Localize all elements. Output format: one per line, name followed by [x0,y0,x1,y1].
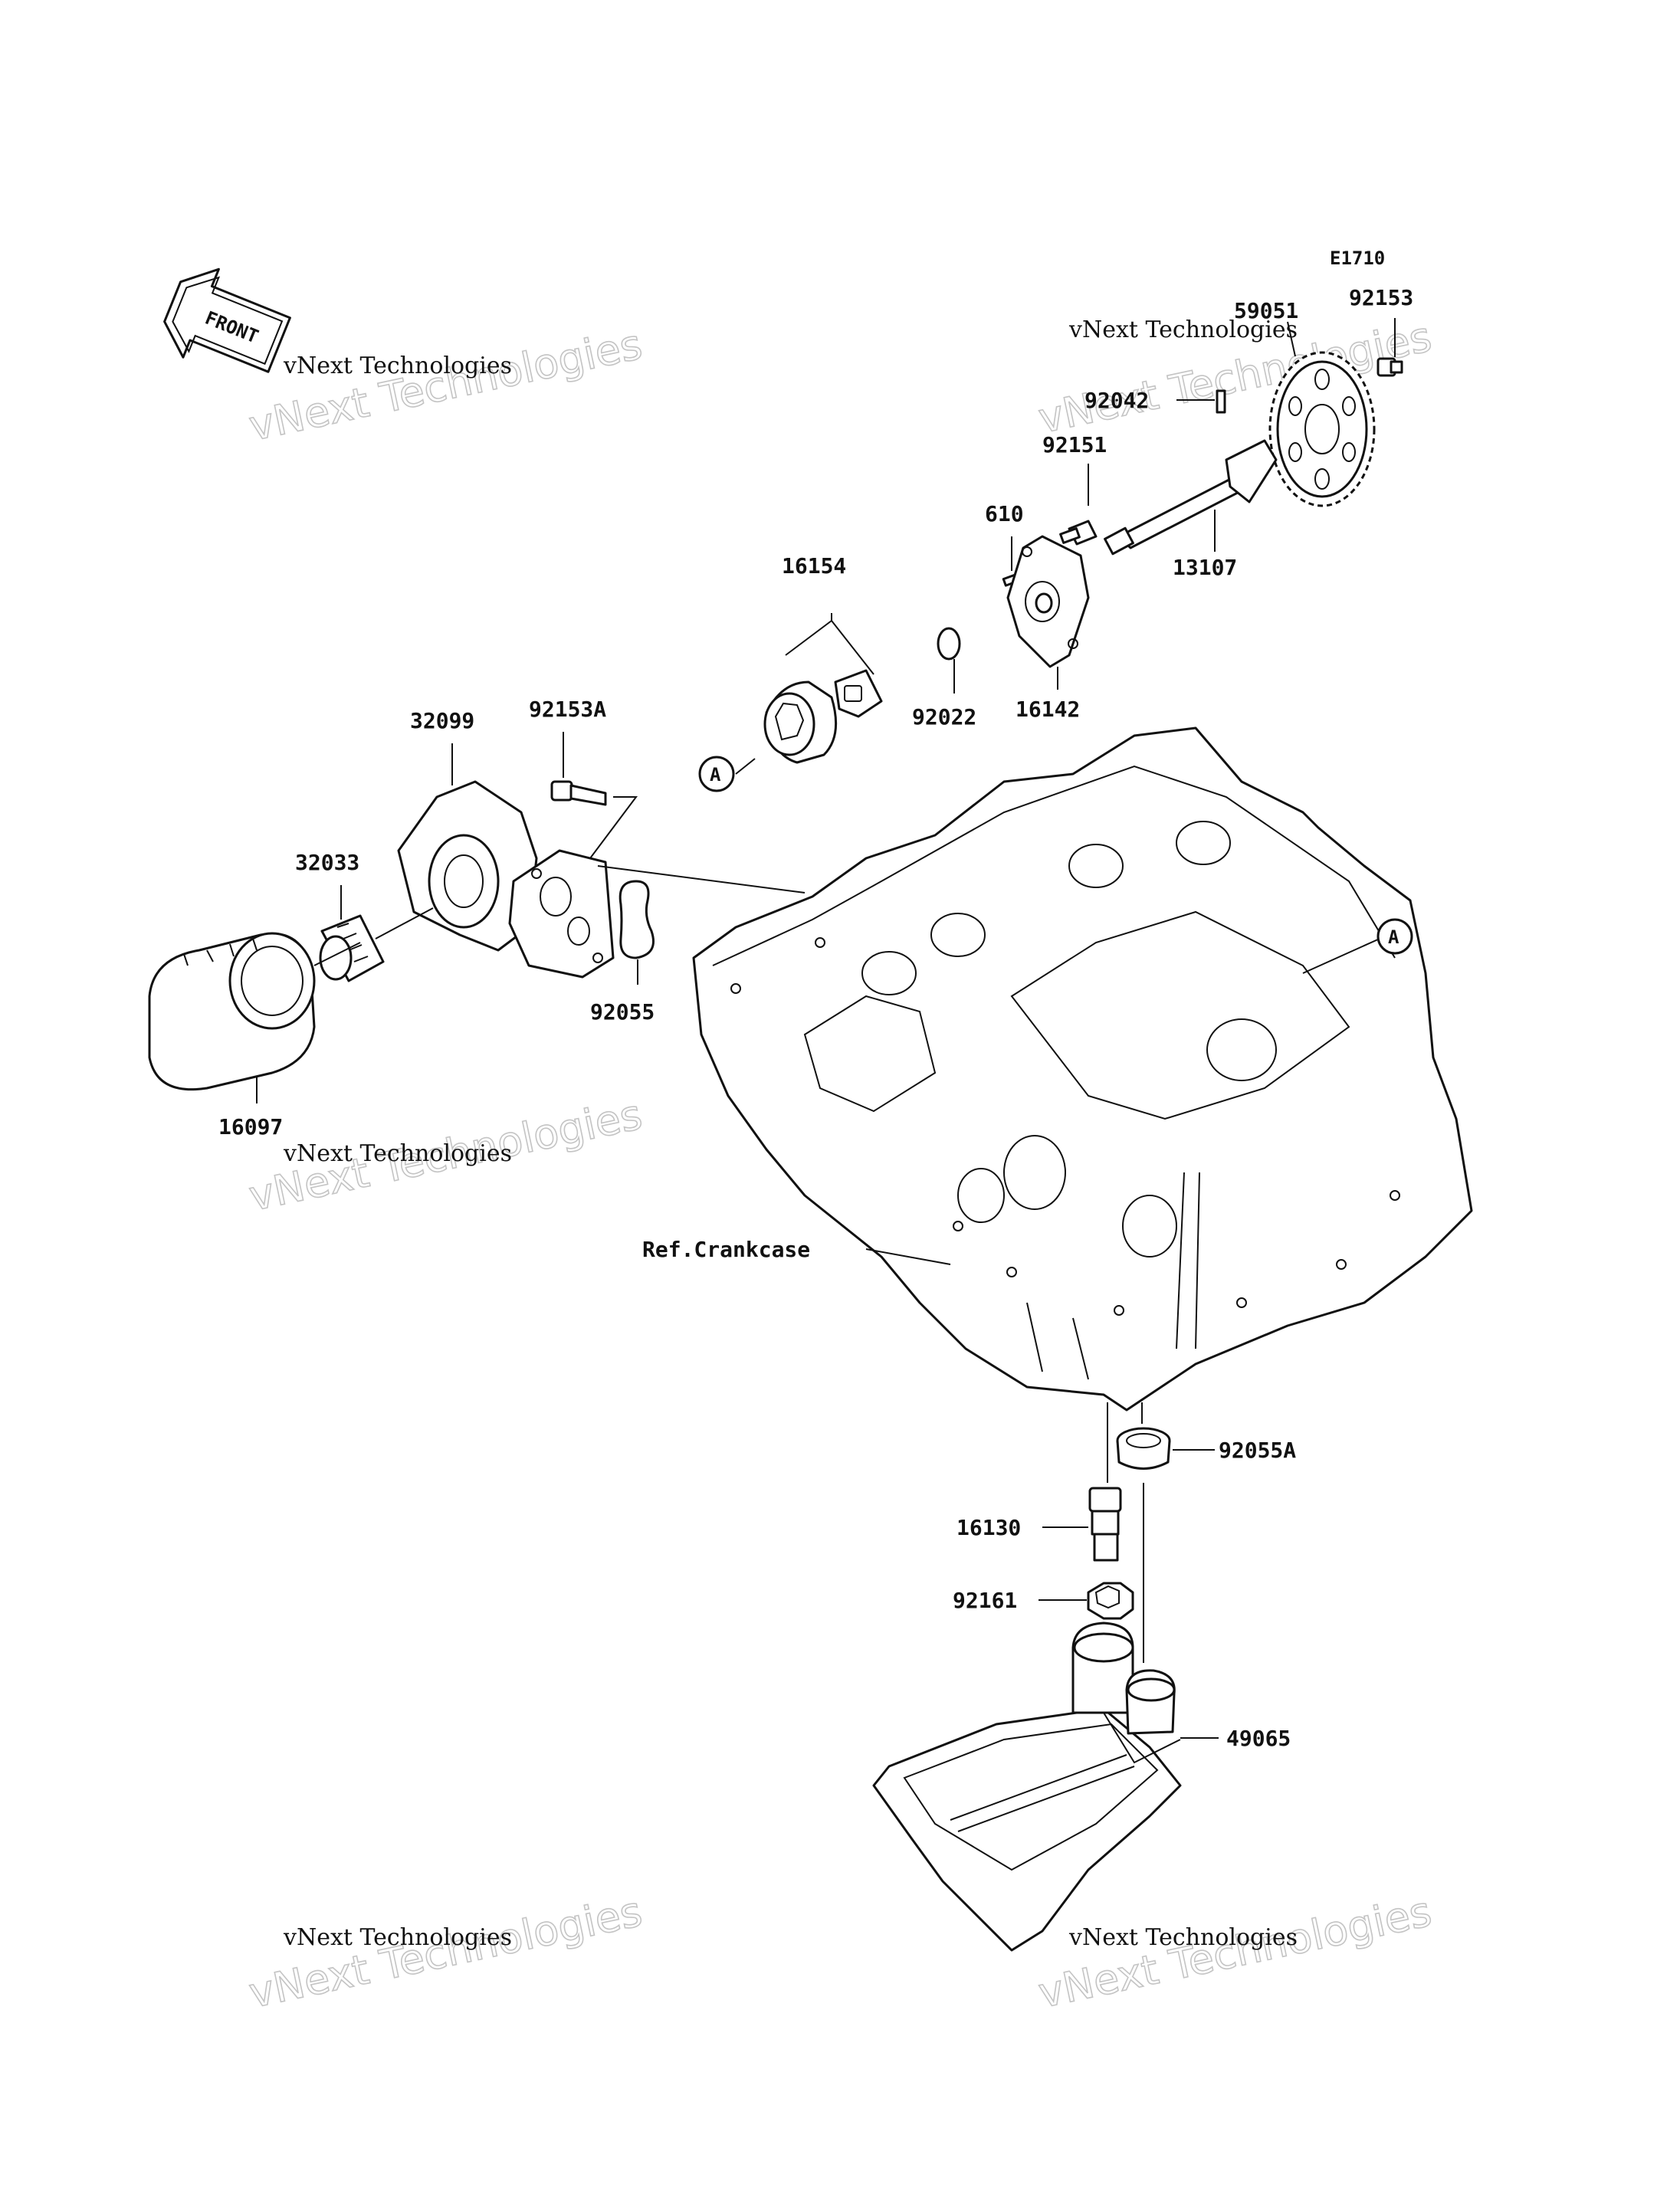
oil-pump-gear [1268,351,1376,507]
pump-rotor-inner [834,669,883,718]
watermark-mid-left: vNext Technologies vNext Technologies [244,1090,647,1221]
watermark-small: vNext Technologies [1068,1924,1298,1951]
bypass-valve [319,914,385,982]
crankcase [692,726,1473,1412]
bolt-92153a [550,780,607,806]
label-92042: 92042 [1084,388,1149,413]
label-92153a: 92153A [529,697,606,722]
pin-92042 [1216,389,1226,414]
watermark-large: vNext Technologies [245,1887,647,2018]
watermark-large: vNext Technologies [1035,1887,1436,2018]
ref-a-text: A [710,764,721,785]
front-arrow-icon: FRONT [163,267,291,373]
label-92161: 92161 [953,1588,1017,1613]
ref-mark-a-left: A [698,756,735,792]
pump-cover [1006,535,1090,668]
o-ring-92055a [1116,1427,1171,1470]
filter-housing [397,780,615,979]
label-16130: 16130 [956,1515,1021,1540]
oil-filter [148,932,316,1091]
bolt-92151 [1059,520,1098,546]
label-16154: 16154 [782,553,846,579]
label-13107: 13107 [1173,555,1237,580]
label-92153: 92153 [1349,285,1413,310]
label-610: 610 [985,501,1024,526]
label-59051: 59051 [1234,298,1298,323]
oil-screen [872,1622,1182,1952]
pump-rotor-outer [763,680,838,764]
watermark-bottom-right: vNext Technologies vNext Technologies [1034,1887,1436,2018]
watermark-small: vNext Technologies [283,1924,512,1951]
ref-mark-a-right: A [1376,918,1413,955]
watermark-large: vNext Technologies [245,320,647,451]
watermark-small: vNext Technologies [283,353,512,379]
label-92151: 92151 [1042,432,1107,457]
pump-shaft [1104,439,1278,556]
watermark-small: vNext Technologies [1068,316,1298,343]
bolt-92153 [1376,357,1403,377]
label-crankcase: Ref.Crankcase [642,1237,810,1262]
label-32099: 32099 [410,708,474,733]
ref-a-text: A [1388,926,1399,948]
o-ring-92022 [937,627,961,661]
relief-valve [1088,1487,1122,1562]
label-16142: 16142 [1016,697,1080,722]
watermark-bottom-left: vNext Technologies vNext Technologies [244,1887,647,2018]
label-92055a: 92055A [1219,1438,1296,1463]
gasket-92055 [619,880,655,959]
watermark-top-right: vNext Technologies vNext Technologies [1034,312,1436,444]
label-16097: 16097 [218,1114,283,1139]
label-92022: 92022 [912,704,976,730]
label-32033: 32033 [295,850,359,875]
label-92055: 92055 [590,999,655,1025]
diagram-code: E1710 [1330,248,1385,269]
nut-92161 [1087,1582,1134,1620]
watermark-top-left: vNext Technologies vNext Technologies [244,320,647,451]
label-49065: 49065 [1226,1726,1291,1751]
watermark-small: vNext Technologies [283,1140,512,1167]
